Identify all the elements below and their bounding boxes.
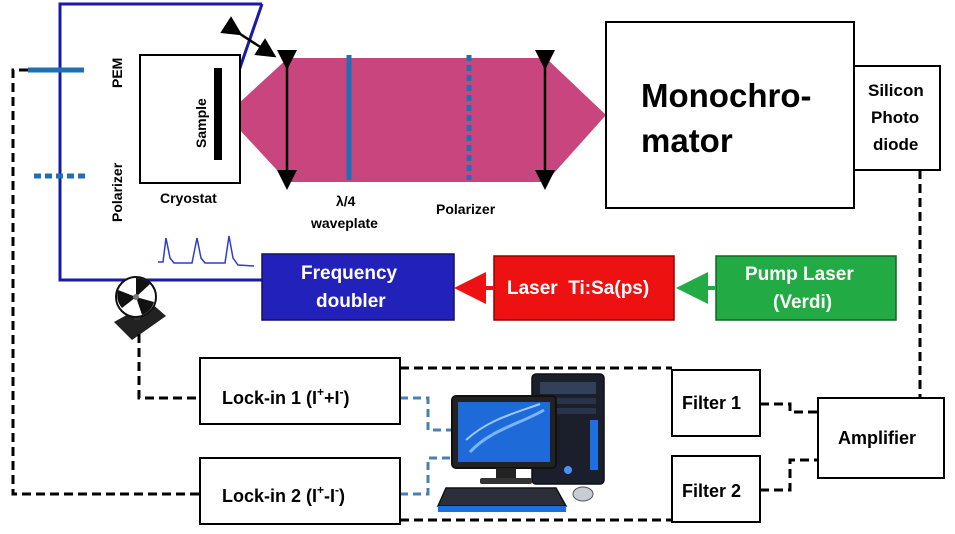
lambda4-label: λ/4 — [336, 193, 356, 209]
polarizer-left-label: Polarizer — [109, 162, 125, 222]
frequency-doubler-label-2: doubler — [316, 291, 386, 312]
filter-1-box — [671, 369, 761, 437]
laser-label: Laser Ti:Sa(ps) — [507, 278, 649, 299]
lockin-2-box — [199, 457, 401, 525]
filter-2-box — [671, 455, 761, 523]
photodiode-box — [853, 65, 941, 171]
polarizer-mid-label: Polarizer — [436, 201, 496, 217]
pem-label: PEM — [109, 58, 125, 88]
sample-bar — [214, 68, 222, 160]
monochromator-label-1: Monochro- — [641, 77, 811, 114]
lockin-1-box — [199, 357, 401, 425]
monochromator-label-2: mator — [641, 122, 733, 159]
chopper-icon — [114, 276, 166, 340]
photodiode-label-2: Photo — [871, 108, 919, 127]
mirror-adjust-arrow — [220, 16, 277, 58]
frequency-doubler-label-1: Frequency — [301, 263, 398, 284]
waveplate-label: waveplate — [310, 215, 378, 231]
filter-1-label: Filter 1 — [682, 393, 741, 413]
cryostat-box — [139, 54, 241, 184]
sample-label: Sample — [193, 98, 209, 148]
collected-light-beam — [226, 58, 606, 182]
signal-lines — [11, 68, 922, 522]
lockin-1-label: Lock-in 1 (I++I-) — [222, 385, 350, 408]
frequency-doubler-box — [261, 253, 455, 321]
computer-icon — [436, 373, 605, 512]
pump-laser-label-1: Pump Laser — [745, 264, 854, 285]
lockin-2-label: Lock-in 2 (I+-I-) — [222, 483, 345, 506]
cryostat-label: Cryostat — [160, 190, 217, 206]
photodiode-label-3: diode — [873, 135, 918, 154]
computer-links — [400, 396, 452, 496]
laser-path — [58, 2, 262, 282]
monochromator-box — [605, 21, 855, 209]
amplifier-label: Amplifier — [838, 428, 916, 448]
amplifier-box — [817, 397, 945, 479]
pump-laser-label-2: (Verdi) — [773, 292, 832, 313]
pulse-trace — [158, 235, 255, 267]
filter-2-label: Filter 2 — [682, 481, 741, 501]
photodiode-label-1: Silicon — [868, 81, 924, 100]
